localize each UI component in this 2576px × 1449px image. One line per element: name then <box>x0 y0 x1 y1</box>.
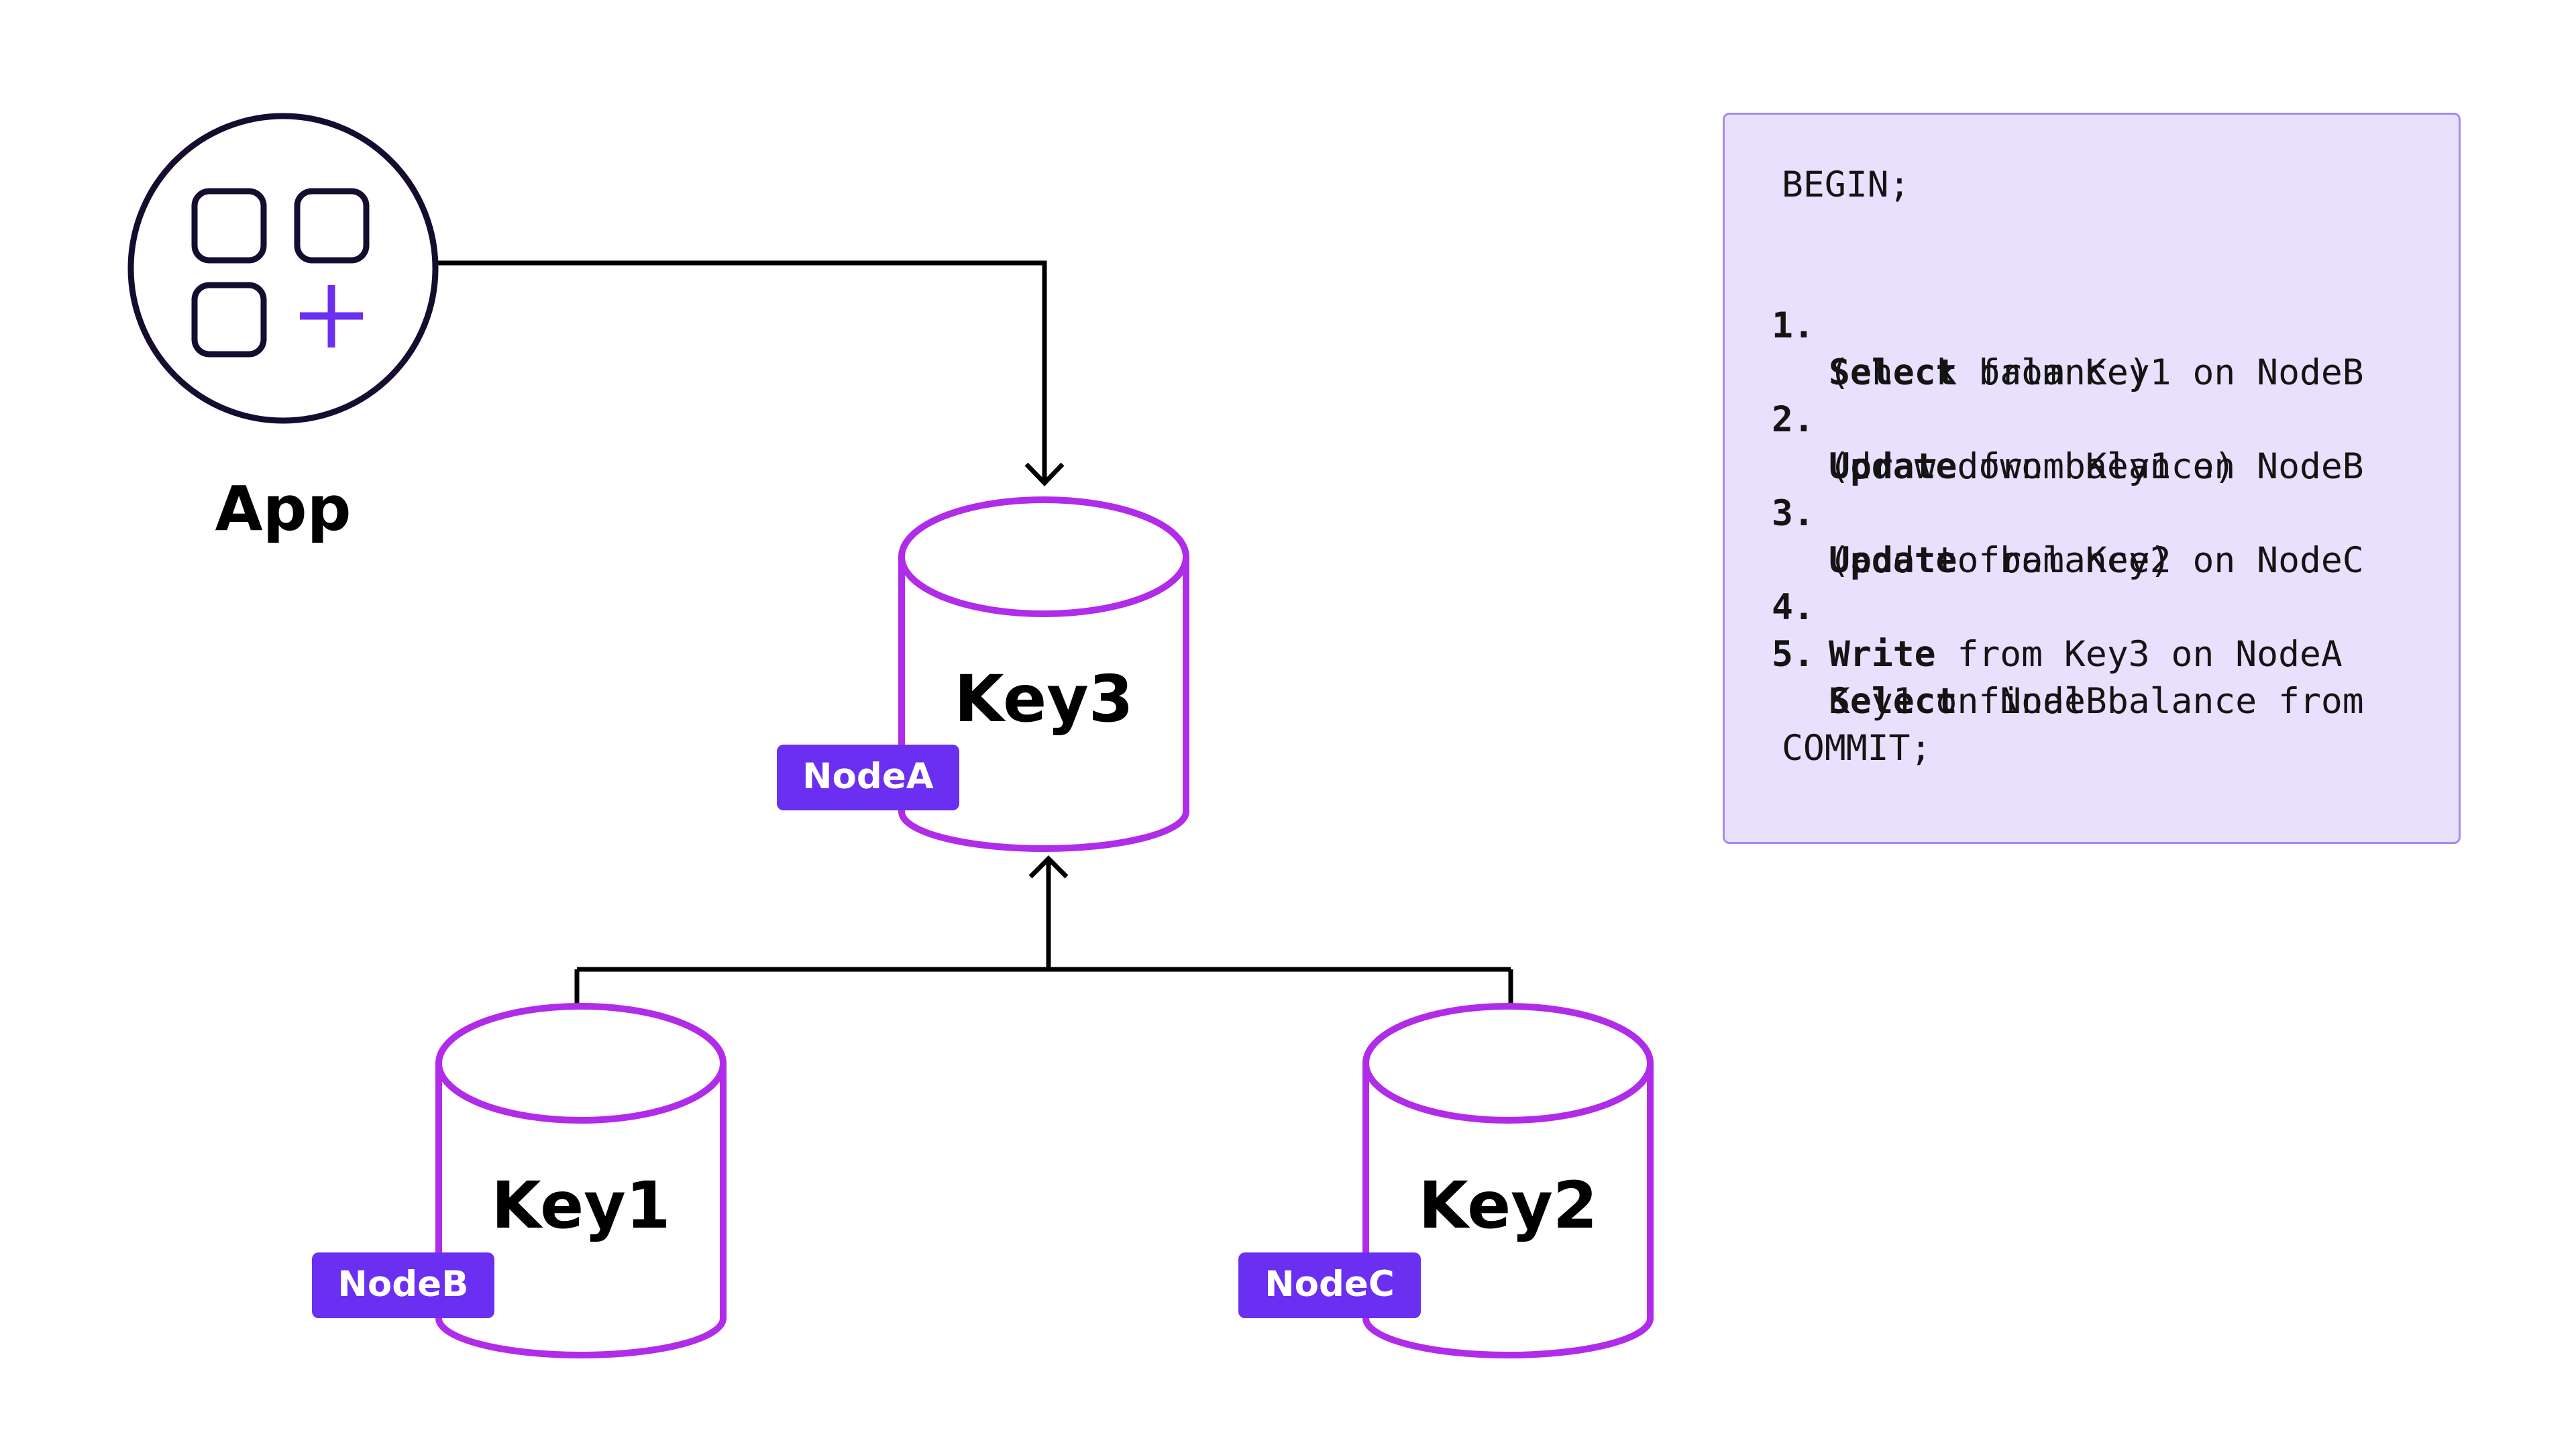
key3-cylinder-top <box>898 496 1189 617</box>
key1-label: Key1 <box>491 1168 670 1243</box>
step-3: 3. Update from Key2 on NodeC <box>1725 443 2364 581</box>
step-4-number: 4. <box>1772 587 1815 628</box>
key3-up-arrowhead <box>1028 855 1069 879</box>
begin-statement: BEGIN; <box>1782 164 1911 205</box>
step-2-number: 2. <box>1772 399 1815 440</box>
key1-database[interactable]: Key1 <box>435 1003 727 1358</box>
step-1-detail-line: (check balance) <box>1725 303 2150 393</box>
step-2: 2. Update from Key1 on NodeB <box>1725 350 2364 487</box>
nodeb-badge-label: NodeB <box>337 1264 468 1305</box>
nodec-badge-label: NodeC <box>1265 1264 1395 1305</box>
step-3-number: 3. <box>1772 493 1815 534</box>
step-4-keyword: Write <box>1829 634 1936 675</box>
step-3-detail-line: (add to balance) <box>1725 490 2171 581</box>
step-1-keyword: Select <box>1829 352 1957 393</box>
transaction-panel: BEGIN; 1. Select from Key1 on NodeB (che… <box>1723 113 2461 844</box>
app-node[interactable] <box>127 113 439 424</box>
key3-cylinder-body <box>898 557 1189 852</box>
key3-database[interactable]: Key3 <box>898 496 1189 852</box>
app-circle <box>127 113 439 424</box>
key3-label: Key3 <box>954 661 1133 737</box>
step-2-keyword: Update <box>1829 446 1957 487</box>
step-5-number: 5. <box>1772 634 1815 675</box>
key2-cylinder-body <box>1362 1063 1654 1358</box>
step-5-detail-line: Key1 on NodeB <box>1725 631 2107 722</box>
step-5-text: final balance from <box>1957 681 2364 722</box>
step-1: 1. Select from Key1 on NodeB <box>1725 256 2364 393</box>
step-3-keyword: Update <box>1829 540 1957 581</box>
key2-label: Key2 <box>1418 1168 1597 1243</box>
key1-cylinder-body <box>435 1063 727 1358</box>
key2-database[interactable]: Key2 <box>1362 1003 1654 1358</box>
key2-cylinder-top <box>1362 1003 1654 1124</box>
app-to-key3-arrowhead <box>1024 462 1065 487</box>
nodea-badge-label: NodeA <box>802 756 934 797</box>
step-2-detail-line: (draw down balance) <box>1725 396 2235 487</box>
app-label: App <box>215 473 352 545</box>
step-2-detail: (draw down balance) <box>1829 446 2236 487</box>
step-4-text: from Key3 on NodeA <box>1935 634 2343 675</box>
nodea-badge: NodeA <box>777 745 959 810</box>
app-to-key3-connector <box>436 260 1047 482</box>
app-grid-plus-icon <box>191 188 370 358</box>
commit-statement: COMMIT; <box>1782 728 1932 769</box>
nodec-badge: NodeC <box>1238 1252 1421 1318</box>
step-3-text: from Key2 on NodeC <box>1957 540 2364 581</box>
step-5: 5. Select final balance from <box>1725 584 2364 722</box>
step-4: 4. Write from Key3 on NodeA <box>1725 537 2343 675</box>
key1-cylinder-top <box>435 1003 727 1124</box>
step-1-text: from Key1 on NodeB <box>1957 352 2364 393</box>
step-1-detail: (check balance) <box>1829 352 2150 393</box>
step-3-detail: (add to balance) <box>1829 540 2171 581</box>
step-2-text: from Key1 on NodeB <box>1957 446 2364 487</box>
step-5-keyword: Select <box>1829 681 1957 722</box>
nodeb-badge: NodeB <box>312 1252 494 1318</box>
step-1-number: 1. <box>1772 305 1815 346</box>
step-5-detail: Key1 on NodeB <box>1829 681 2107 722</box>
